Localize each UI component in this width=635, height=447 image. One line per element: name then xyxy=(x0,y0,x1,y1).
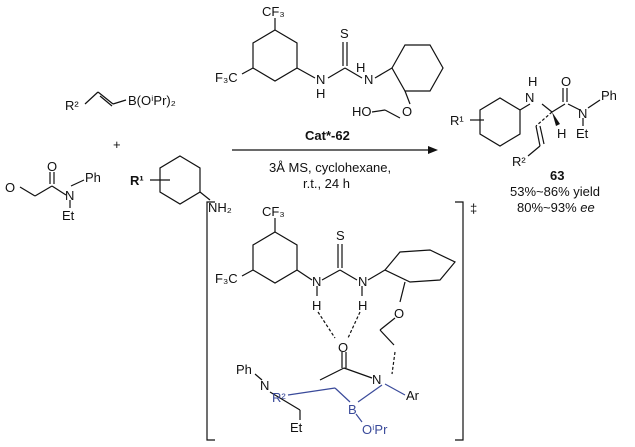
conditions-line1: 3Å MS, cyclohexane, xyxy=(269,160,391,175)
ts-phenyl: Ph xyxy=(236,362,252,377)
ts-benzene-ring xyxy=(252,231,298,284)
product-r1: R¹ xyxy=(450,113,464,128)
product-yield: 53%~86% yield xyxy=(510,184,600,199)
product-amide-n: N xyxy=(578,106,587,121)
ts-ether-o: O xyxy=(394,306,404,321)
catalyst-label: Cat*-62 xyxy=(305,128,350,143)
ts-imine-n: N xyxy=(372,372,381,387)
catalyst-sulfur: S xyxy=(340,26,349,41)
catalyst-n-right: N xyxy=(364,72,373,87)
ts-n-left: N xyxy=(312,274,321,289)
aniline-reagent: R¹ NH₂ xyxy=(130,155,232,215)
catalyst-ether-o: O xyxy=(402,104,412,119)
ts-amide-n: N xyxy=(260,378,269,393)
ts-aryl: Ar xyxy=(406,388,420,403)
ts-r2: R² xyxy=(272,390,286,405)
aniline-r1: R¹ xyxy=(130,173,144,188)
glyoxamide-carbonyl-o: O xyxy=(47,159,57,174)
product-ethyl: Et xyxy=(576,126,589,141)
catalyst-cyclohexane xyxy=(391,44,444,92)
catalyst-benzene-ring xyxy=(252,29,298,82)
product-nh-h: H xyxy=(528,74,537,89)
product-nh-n: N xyxy=(525,90,534,105)
ts-right-bracket xyxy=(455,201,464,441)
catalyst-cf3-left: F₃C xyxy=(215,70,238,85)
glyoxamide-reagent: O O N Ph Et xyxy=(5,159,101,223)
boronate-boron: B(OⁱPr)₂ xyxy=(128,93,176,108)
glyoxamide-ethyl: Et xyxy=(62,208,75,223)
product-stereo-h: H xyxy=(557,126,566,141)
ts-double-dagger: ‡ xyxy=(470,201,477,216)
catalyst-n-left: N xyxy=(316,72,325,87)
compound-number: 63 xyxy=(550,168,564,183)
transition-state: ‡ CF₃ F₃C S N H N H O xyxy=(206,201,477,441)
product-carbonyl-o: O xyxy=(561,74,571,89)
ts-n-right: N xyxy=(358,274,367,289)
ts-cf3-left: F₃C xyxy=(215,271,238,286)
glyoxamide-aldehyde-o: O xyxy=(5,180,15,195)
catalyst-structure: CF₃ F₃C S N H N H HO O Cat*-62 xyxy=(215,4,444,143)
product-ee: 80%~93% ee xyxy=(517,200,595,215)
ts-sulfur: S xyxy=(336,228,345,243)
arrow-head-icon xyxy=(428,146,438,154)
ts-ethyl: Et xyxy=(290,420,303,435)
aniline-nh2: NH₂ xyxy=(208,200,232,215)
ts-h-right: H xyxy=(358,298,367,313)
product-ring xyxy=(479,97,521,147)
product-structure: R¹ H N O N Ph Et H R² 63 53%~86% yield 8… xyxy=(450,74,617,215)
boronate-r2: R² xyxy=(65,98,79,113)
catalyst-h-right: H xyxy=(356,60,365,75)
ts-boron: B xyxy=(348,402,357,417)
ts-oipr: OⁱPr xyxy=(362,422,388,437)
catalyst-cf3-top: CF₃ xyxy=(262,4,285,19)
aniline-ring xyxy=(159,155,201,205)
ts-cf3-top: CF₃ xyxy=(262,204,285,219)
boronate-reagent: R² B(OⁱPr)₂ xyxy=(65,91,176,113)
ts-h-left: H xyxy=(312,298,321,313)
catalyst-h-left: H xyxy=(316,86,325,101)
product-phenyl: Ph xyxy=(601,88,617,103)
catalyst-hydroxy: HO xyxy=(352,104,372,119)
glyoxamide-phenyl: Ph xyxy=(85,170,101,185)
ts-cyclohexane xyxy=(384,249,456,283)
conditions-line2: r.t., 24 h xyxy=(303,176,350,191)
ts-carbonyl-o: O xyxy=(338,340,348,355)
product-r2: R² xyxy=(512,154,526,169)
ts-left-bracket xyxy=(206,201,215,441)
plus-sign: + xyxy=(113,137,121,152)
glyoxamide-n: N xyxy=(65,188,74,203)
